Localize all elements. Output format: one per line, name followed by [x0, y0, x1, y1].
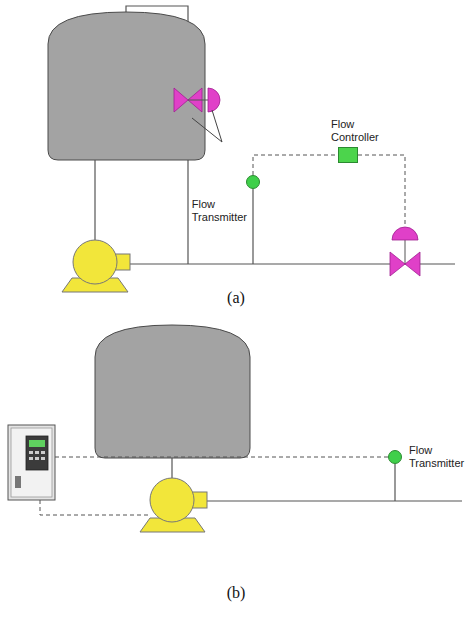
actuator-linkage: [192, 110, 222, 142]
flow-transmitter: Flow Transmitter: [388, 450, 402, 464]
transmitter-tap: [394, 464, 395, 501]
drive-button: [41, 457, 45, 460]
valve-stem: [405, 240, 406, 264]
transmitter-tap: [252, 189, 253, 264]
valve-symbol: [405, 252, 420, 276]
drive-button: [35, 457, 39, 460]
flow-controller: Flow Controller: [338, 147, 358, 163]
tank: [95, 325, 250, 458]
suction-pipe: [171, 458, 172, 478]
suction-pipe: [94, 160, 95, 240]
pump-symbol: [150, 478, 194, 522]
drive-vent: [15, 476, 21, 488]
figure-caption: (b): [227, 584, 246, 602]
node-label: Flow Transmitter: [409, 444, 464, 470]
valve-actuator: [208, 88, 220, 112]
control-signal: [358, 155, 405, 227]
drive-button: [41, 451, 45, 454]
valve-symbol: [390, 252, 405, 276]
drive-panel: [11, 428, 52, 497]
signal-connector: [253, 155, 338, 175]
pump-symbol: [73, 240, 117, 284]
figure-caption: (a): [227, 289, 245, 307]
drive-keypad: [26, 436, 48, 470]
node-label: Flow Transmitter: [192, 198, 247, 224]
valve-symbol: [174, 88, 188, 112]
drive-button: [35, 451, 39, 454]
node-label: Flow Controller: [331, 118, 379, 144]
tank: [48, 12, 205, 160]
drive-signal: [40, 500, 151, 515]
feedback-signal: [55, 457, 388, 458]
discharge-pipe: [207, 500, 462, 501]
valve-actuator: [392, 227, 418, 240]
flow-transmitter: Flow Transmitter: [246, 175, 260, 189]
drive-button: [29, 451, 33, 454]
drive-panel: [8, 425, 55, 500]
drive-button: [29, 457, 33, 460]
drive-display: [29, 440, 45, 447]
valve-stem: [188, 100, 208, 101]
